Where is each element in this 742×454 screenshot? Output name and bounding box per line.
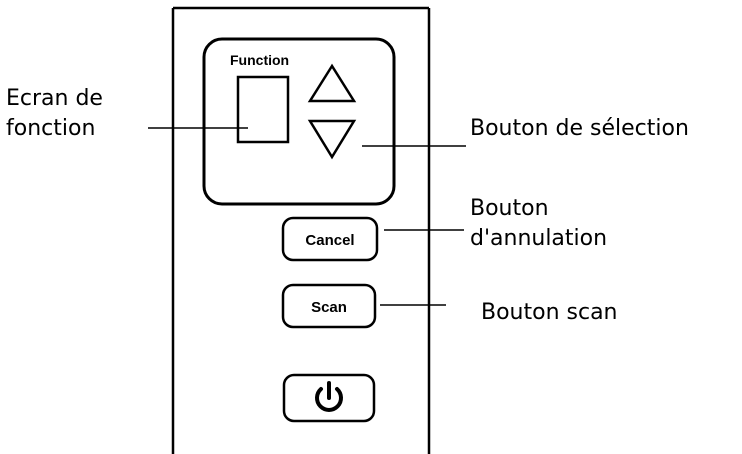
function-screen-callout-line2: fonction xyxy=(6,116,96,141)
cancel-button-callout: Bouton d'annulation xyxy=(470,194,607,254)
cancel-button[interactable]: Cancel xyxy=(281,216,379,262)
power-icon xyxy=(315,381,343,412)
leader-lines xyxy=(148,127,466,306)
function-panel xyxy=(202,37,396,206)
function-screen-callout-line1: Ecran de xyxy=(6,86,103,111)
function-label: Function xyxy=(230,52,289,68)
cancel-button-callout-line2: d'annulation xyxy=(470,226,608,251)
selection-button-callout: Bouton de sélection xyxy=(470,114,689,144)
power-button[interactable] xyxy=(282,373,376,423)
scan-button-label: Scan xyxy=(311,299,347,316)
scan-button-callout: Bouton scan xyxy=(481,298,618,328)
cancel-button-callout-line1: Bouton xyxy=(470,196,549,221)
selection-button-callout-text: Bouton de sélection xyxy=(470,116,689,141)
function-screen-callout: Ecran de fonction xyxy=(6,84,103,144)
scan-button[interactable]: Scan xyxy=(281,283,377,329)
triangle-down-icon[interactable] xyxy=(307,119,357,160)
scan-button-callout-text: Bouton scan xyxy=(481,300,618,325)
cancel-button-label: Cancel xyxy=(305,232,354,249)
triangle-up-icon[interactable] xyxy=(307,63,357,103)
function-screen xyxy=(236,75,290,144)
scanner-body xyxy=(171,6,431,454)
